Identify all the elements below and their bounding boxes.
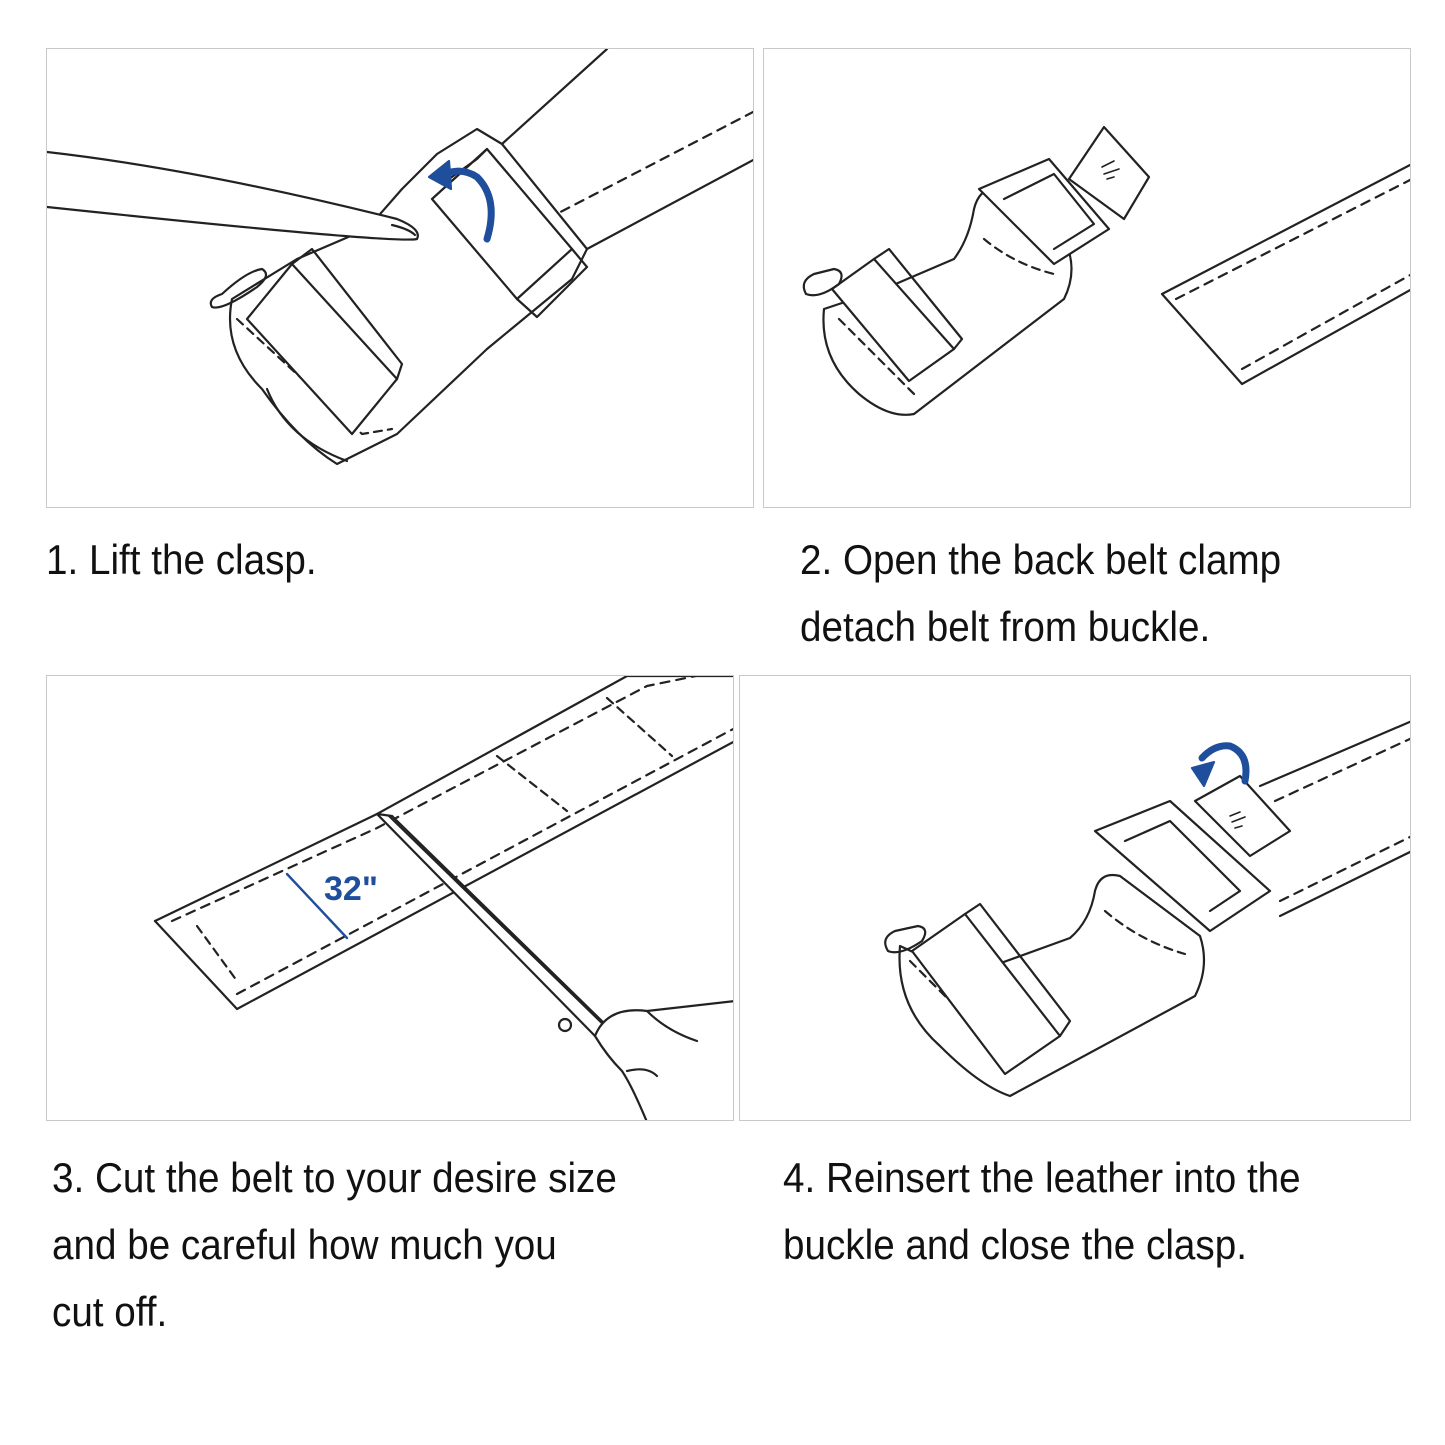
measurement-line bbox=[285, 872, 349, 940]
lift-clasp-illustration bbox=[47, 49, 753, 466]
step-4-caption-line: 4. Reinsert the leather into the bbox=[783, 1154, 1301, 1201]
step-4-panel bbox=[739, 675, 1411, 1121]
cut-belt-illustration: 32" bbox=[153, 676, 733, 1120]
step-1-caption-line: 1. Lift the clasp. bbox=[46, 536, 317, 583]
step-2-caption-line: 2. Open the back belt clamp bbox=[800, 536, 1282, 583]
reinsert-leather-illustration bbox=[884, 720, 1410, 1098]
step-3-panel: 32" bbox=[46, 675, 734, 1121]
step-1-caption: 1. Lift the clasp. bbox=[46, 526, 317, 593]
step-2-panel bbox=[763, 48, 1411, 508]
open-back-clamp-illustration bbox=[802, 125, 1410, 416]
step-1-panel bbox=[46, 48, 754, 508]
step-2-caption-line: detach belt from buckle. bbox=[800, 603, 1211, 650]
step-4-caption: 4. Reinsert the leather into the buckle … bbox=[783, 1144, 1301, 1278]
step-3-caption-line: cut off. bbox=[52, 1288, 168, 1335]
step-4-caption-line: buckle and close the clasp. bbox=[783, 1221, 1247, 1268]
step-3-caption: 3. Cut the belt to your desire size and … bbox=[52, 1144, 617, 1345]
step-2-caption: 2. Open the back belt clamp detach belt … bbox=[800, 526, 1281, 660]
step-3-caption-line: and be careful how much you bbox=[52, 1221, 557, 1268]
step-3-caption-line: 3. Cut the belt to your desire size bbox=[52, 1154, 617, 1201]
measurement-label: 32" bbox=[324, 870, 378, 908]
